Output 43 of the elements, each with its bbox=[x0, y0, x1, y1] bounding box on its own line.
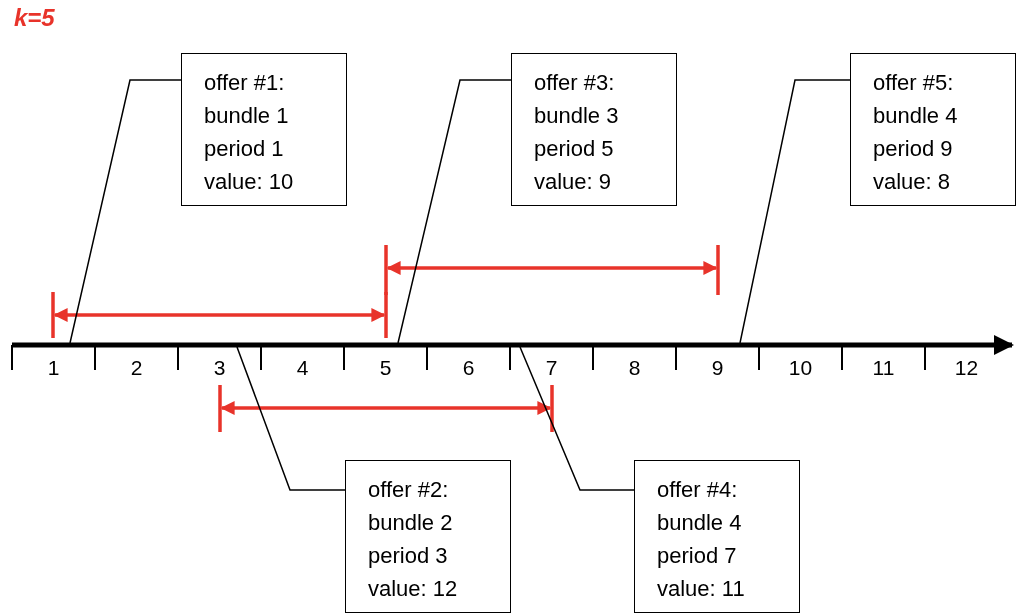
title: k=5 bbox=[14, 4, 55, 32]
offer-heading: offer #2: bbox=[368, 476, 449, 504]
tick-label: 2 bbox=[130, 356, 143, 380]
tick-label: 6 bbox=[462, 356, 475, 380]
offer-heading: offer #5: bbox=[873, 69, 954, 97]
period-text: period 5 bbox=[534, 135, 614, 163]
tick-label: 10 bbox=[788, 356, 813, 380]
leader-line bbox=[69, 79, 182, 344]
tick-label: 11 bbox=[872, 356, 895, 380]
offer-heading: offer #4: bbox=[657, 476, 738, 504]
tick-label: 7 bbox=[545, 356, 558, 380]
leader-line bbox=[397, 79, 512, 344]
bundle-text: bundle 1 bbox=[204, 102, 289, 130]
period-text: period 1 bbox=[204, 135, 284, 163]
period-text: period 3 bbox=[368, 542, 448, 570]
bundle-text: bundle 3 bbox=[534, 102, 619, 130]
period-text: period 7 bbox=[657, 542, 737, 570]
tick-label: 5 bbox=[379, 356, 392, 380]
bundle-text: bundle 4 bbox=[657, 509, 742, 537]
tick-label: 3 bbox=[213, 356, 226, 380]
offer-box bbox=[634, 460, 800, 613]
period-text: period 9 bbox=[873, 135, 953, 163]
offer-box bbox=[345, 460, 511, 613]
value-text: value: 12 bbox=[368, 575, 458, 603]
value-text: value: 9 bbox=[534, 168, 612, 196]
offer-box bbox=[511, 53, 677, 206]
offer-box bbox=[181, 53, 347, 206]
tick-label: 4 bbox=[296, 356, 309, 380]
leader-line bbox=[236, 346, 346, 491]
bundle-text: bundle 2 bbox=[368, 509, 453, 537]
bundle-text: bundle 4 bbox=[873, 102, 958, 130]
offer-heading: offer #3: bbox=[534, 69, 615, 97]
tick-label: 12 bbox=[954, 356, 979, 380]
offer-box bbox=[850, 53, 1016, 206]
offer-heading: offer #1: bbox=[204, 69, 285, 97]
value-text: value: 11 bbox=[657, 575, 745, 603]
tick-label: 8 bbox=[628, 356, 641, 380]
tick-label: 1 bbox=[47, 356, 60, 380]
leader-line bbox=[519, 346, 635, 491]
value-text: value: 10 bbox=[204, 168, 294, 196]
value-text: value: 8 bbox=[873, 168, 951, 196]
leader-line bbox=[739, 79, 851, 344]
tick-label: 9 bbox=[711, 356, 724, 380]
